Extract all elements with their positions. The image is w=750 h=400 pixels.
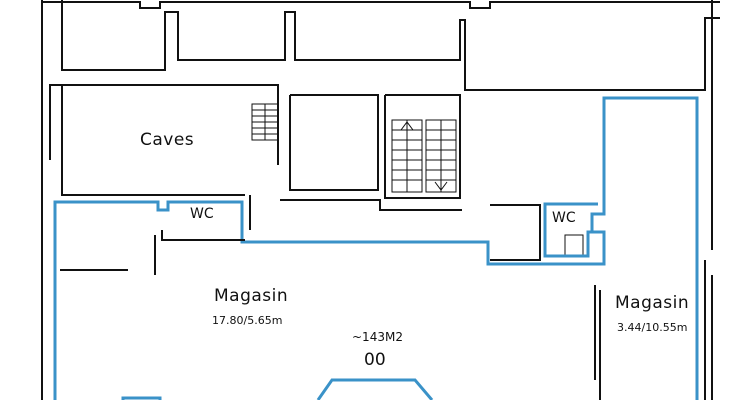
caves-outline: [49, 84, 279, 165]
wc-right-top: [543, 202, 598, 210]
room-dimensions-magasin-right: 3.44/10.55m: [617, 321, 688, 334]
highlight-outline: [53, 96, 699, 400]
magasin-outline: [53, 96, 699, 400]
lower-corridor: [280, 199, 462, 211]
stair-enclosure: [384, 94, 461, 199]
outer-wall-top-edge: [42, 1, 720, 9]
room-label-caves: Caves: [140, 130, 195, 150]
level-label: 00: [364, 350, 386, 370]
room-label-wc-right: WC: [552, 210, 576, 226]
walls: [41, 0, 720, 400]
central-room: [289, 94, 379, 191]
inner-wall-top: [61, 0, 720, 91]
caves-bottom: [61, 190, 245, 196]
stair-left: [251, 103, 279, 141]
room-label-wc-left: WC: [190, 206, 214, 222]
wc-right-fixture: [564, 234, 584, 256]
window-mark-left: [121, 396, 162, 400]
wc-right-outline: [543, 204, 592, 258]
lower-wall-right: [490, 204, 541, 261]
stair-center: [391, 119, 457, 193]
room-label-magasin-right: Magasin: [615, 293, 690, 313]
total-area-label: ~143M2: [352, 330, 403, 344]
room-dimensions-magasin-main: 17.80/5.65m: [212, 314, 283, 327]
wc-left-walls: [161, 195, 251, 241]
room-label-magasin-main: Magasin: [214, 286, 289, 306]
entry-outline: [316, 378, 434, 400]
